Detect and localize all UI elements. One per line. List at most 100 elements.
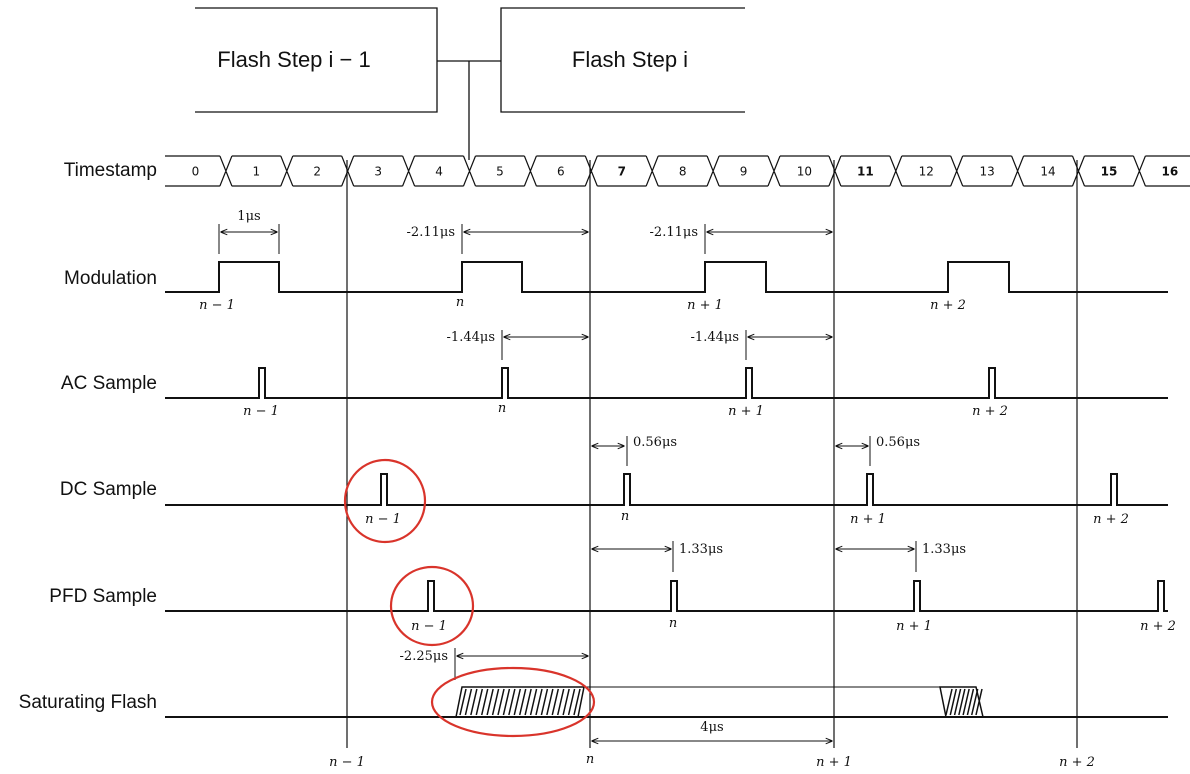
- timestamp-cell: 7: [618, 165, 626, 179]
- pfd-sample-annotations: 1.33μs 1.33μs n − 1 n n + 1 n + 2: [411, 541, 1176, 634]
- ac-sample-waveform: [165, 367, 1168, 399]
- dc-sample-waveform: [165, 473, 1168, 506]
- hatch-line: [970, 688, 979, 716]
- dc-pulse-label: n: [621, 509, 629, 524]
- hatch-line: [524, 688, 532, 716]
- hatch-line: [962, 688, 970, 716]
- mod-pulse-label: n + 1: [687, 298, 723, 313]
- ref-line-label: n − 1: [329, 755, 365, 770]
- highlight-flash-ellipse: [430, 666, 596, 738]
- hatch-line: [573, 688, 581, 716]
- hatch-line: [556, 688, 565, 716]
- hatch-line: [540, 688, 549, 716]
- saturating-flash-annotations: -2.25μs 4μs: [400, 648, 832, 741]
- hatch-line: [958, 688, 966, 716]
- timestamp-cell: 6: [557, 165, 565, 179]
- pfd-pulse-label: n − 1: [411, 619, 447, 634]
- hatch-line: [551, 688, 560, 716]
- hatch-line: [464, 688, 473, 716]
- mod-width-label: 1μs: [237, 209, 260, 224]
- modulation-annotations: 1μs -2.11μs -2.11μs n − 1 n n + 1 n + 2: [199, 209, 966, 313]
- pfd-offset-a-label: 1.33μs: [679, 542, 723, 557]
- pfd-pulse-label: n + 2: [1140, 619, 1176, 634]
- hatch-line: [966, 688, 975, 716]
- saturating-flash-waveform: [165, 686, 1168, 718]
- mod-pulse-label: n − 1: [199, 298, 235, 313]
- mod-offset-b-label: -2.11μs: [650, 225, 698, 240]
- ref-line-label: n: [586, 752, 594, 767]
- hatch-line: [546, 688, 554, 716]
- flash-offset-label: -2.25μs: [400, 649, 448, 664]
- dc-pulse-label: n − 1: [365, 512, 401, 527]
- highlight-dc-ellipse: [343, 458, 427, 544]
- timestamp-cell: 2: [313, 165, 321, 179]
- reference-lines: [346, 160, 1078, 748]
- hatch-line: [475, 688, 484, 716]
- timestamp-bus-outline: [165, 155, 1190, 187]
- hatch-line: [480, 688, 489, 716]
- dc-offset-b-label: 0.56μs: [876, 435, 920, 450]
- timestamp-cell: 5: [496, 165, 504, 179]
- timestamp-cell: 11: [857, 165, 874, 179]
- row-label-modulation: Modulation: [64, 268, 157, 289]
- ac-pulse-label: n + 1: [728, 404, 764, 419]
- hatch-line: [953, 688, 962, 716]
- hatch-line: [486, 688, 494, 716]
- highlight-circles: [343, 458, 596, 738]
- hatch-line: [562, 688, 570, 716]
- dc-pulse-label: n + 1: [850, 512, 886, 527]
- ref-line-label: n + 2: [1059, 755, 1095, 770]
- ref-line-label: n + 1: [816, 755, 852, 770]
- pfd-pulse-label: n + 1: [896, 619, 932, 634]
- mod-pulse-label: n: [456, 295, 464, 310]
- hatch-line: [518, 688, 527, 716]
- timestamp-cell: 0: [192, 165, 200, 179]
- hatch-line: [470, 688, 478, 716]
- timestamp-cell: 13: [980, 165, 995, 179]
- ac-offset-a-label: -1.44μs: [447, 330, 495, 345]
- flash-step-prev-label: Flash Step i − 1: [217, 47, 370, 72]
- row-label-ac-sample: AC Sample: [61, 373, 157, 394]
- hatch-line: [508, 688, 516, 716]
- timestamp-cell: 1: [253, 165, 261, 179]
- hatch-line: [529, 688, 538, 716]
- modulation-waveform: [165, 261, 1168, 293]
- timestamp-cell: 14: [1040, 165, 1055, 179]
- dc-pulse-label: n + 2: [1093, 512, 1129, 527]
- ac-sample-annotations: -1.44μs -1.44μs n − 1 n n + 1 n + 2: [243, 330, 1008, 419]
- ac-offset-b-label: -1.44μs: [691, 330, 739, 345]
- dc-sample-annotations: 0.56μs 0.56μs n − 1 n n + 1 n + 2: [365, 435, 1129, 527]
- hatch-line: [567, 688, 576, 716]
- hatch-line: [491, 688, 500, 716]
- ac-pulse-label: n − 1: [243, 404, 279, 419]
- mod-pulse-label: n + 2: [930, 298, 966, 313]
- hatch-line: [459, 688, 467, 716]
- bottom-reference-labels: n − 1 n n + 1 n + 2: [329, 752, 1095, 770]
- pfd-pulse-label: n: [669, 616, 677, 631]
- timestamp-cell: 3: [374, 165, 382, 179]
- row-label-dc-sample: DC Sample: [60, 479, 157, 500]
- flash-step-boxes: Flash Step i − 1 Flash Step i: [195, 7, 745, 160]
- hatch-line: [497, 688, 505, 716]
- row-label-timestamp: Timestamp: [64, 160, 157, 181]
- highlight-pfd-ellipse: [389, 565, 475, 647]
- pfd-sample-waveform: [165, 580, 1168, 612]
- hatch-line: [502, 688, 511, 716]
- hatch-line: [535, 688, 543, 716]
- mod-offset-a-label: -2.11μs: [407, 225, 455, 240]
- hatch-line: [949, 688, 958, 716]
- row-labels: Timestamp Modulation AC Sample DC Sample…: [19, 160, 157, 713]
- timestamp-cell: 15: [1101, 165, 1118, 179]
- hatch-line: [513, 688, 522, 716]
- timestamp-cell: 16: [1161, 165, 1178, 179]
- flash-step-curr-label: Flash Step i: [572, 47, 688, 72]
- flash-duration-label: 4μs: [700, 720, 723, 735]
- row-label-pfd-sample: PFD Sample: [49, 586, 157, 607]
- pfd-offset-b-label: 1.33μs: [922, 542, 966, 557]
- timestamp-cell: 9: [740, 165, 748, 179]
- hatch-line: [945, 688, 953, 716]
- dc-offset-a-label: 0.56μs: [633, 435, 677, 450]
- timestamp-cell: 4: [435, 165, 443, 179]
